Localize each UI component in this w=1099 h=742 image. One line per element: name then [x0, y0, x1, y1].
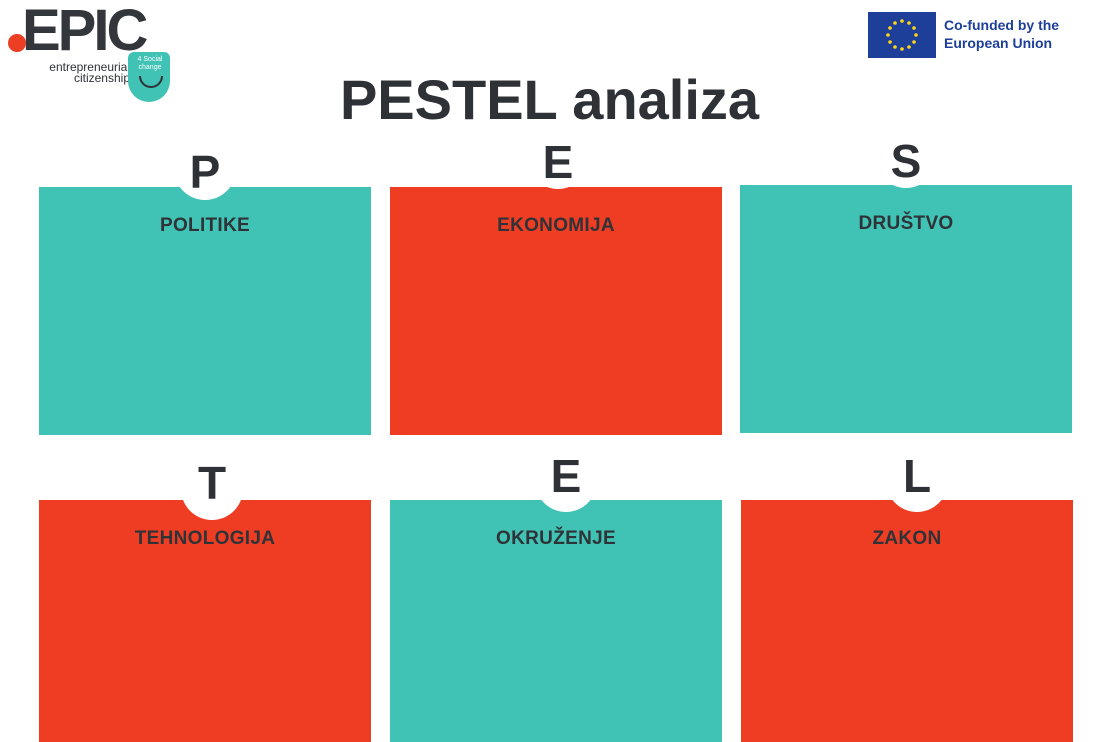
letter-t: T: [197, 457, 227, 509]
logo-dot: [8, 34, 26, 52]
eu-funding-text: Co-funded by the European Union: [944, 17, 1060, 51]
epic-logo: EPIC entrepreneurial citizenship 4 Socia…: [8, 2, 198, 103]
card-label: EKONOMIJA: [497, 215, 615, 236]
card-ekonomija: EKONOMIJA: [390, 187, 722, 435]
card-politike: POLITIKE: [39, 187, 371, 435]
logo-badge-text: 4 Social change: [137, 56, 163, 71]
logo-subtitle: entrepreneurial citizenship: [49, 60, 130, 85]
letter-bubble: [886, 450, 948, 512]
letter-e: E: [542, 136, 574, 188]
card-label: ZAKON: [872, 528, 942, 549]
logo-word: EPIC: [22, 0, 148, 63]
card-okruzenje: OKRUŽENJE: [390, 500, 722, 742]
card-label: OKRUŽENJE: [496, 528, 616, 549]
logo-badge: 4 Social change: [128, 52, 170, 102]
letter-bubble: [527, 127, 589, 189]
eu-flag-icon: [868, 12, 936, 58]
letter-s: S: [890, 135, 922, 187]
letter-bubble: [535, 450, 597, 512]
card-label: POLITIKE: [159, 215, 250, 236]
letter-e: E: [550, 450, 582, 502]
card-label: DRUŠTVO: [858, 213, 954, 234]
page-title: PESTEL analiza: [339, 68, 760, 131]
card-zakon: ZAKON: [741, 500, 1073, 742]
card-tehnologija: TEHNOLOGIJA: [39, 500, 371, 742]
eu-funding-badge: Co-funded by the European Union: [868, 12, 1096, 60]
letter-bubble: [875, 126, 937, 188]
letter-l: L: [902, 450, 932, 502]
letter-bubble: [174, 138, 236, 200]
card-label: TEHNOLOGIJA: [134, 528, 276, 549]
letter-p: P: [189, 146, 221, 198]
letter-bubble: [181, 458, 243, 520]
card-drustvo: DRUŠTVO: [740, 185, 1072, 433]
